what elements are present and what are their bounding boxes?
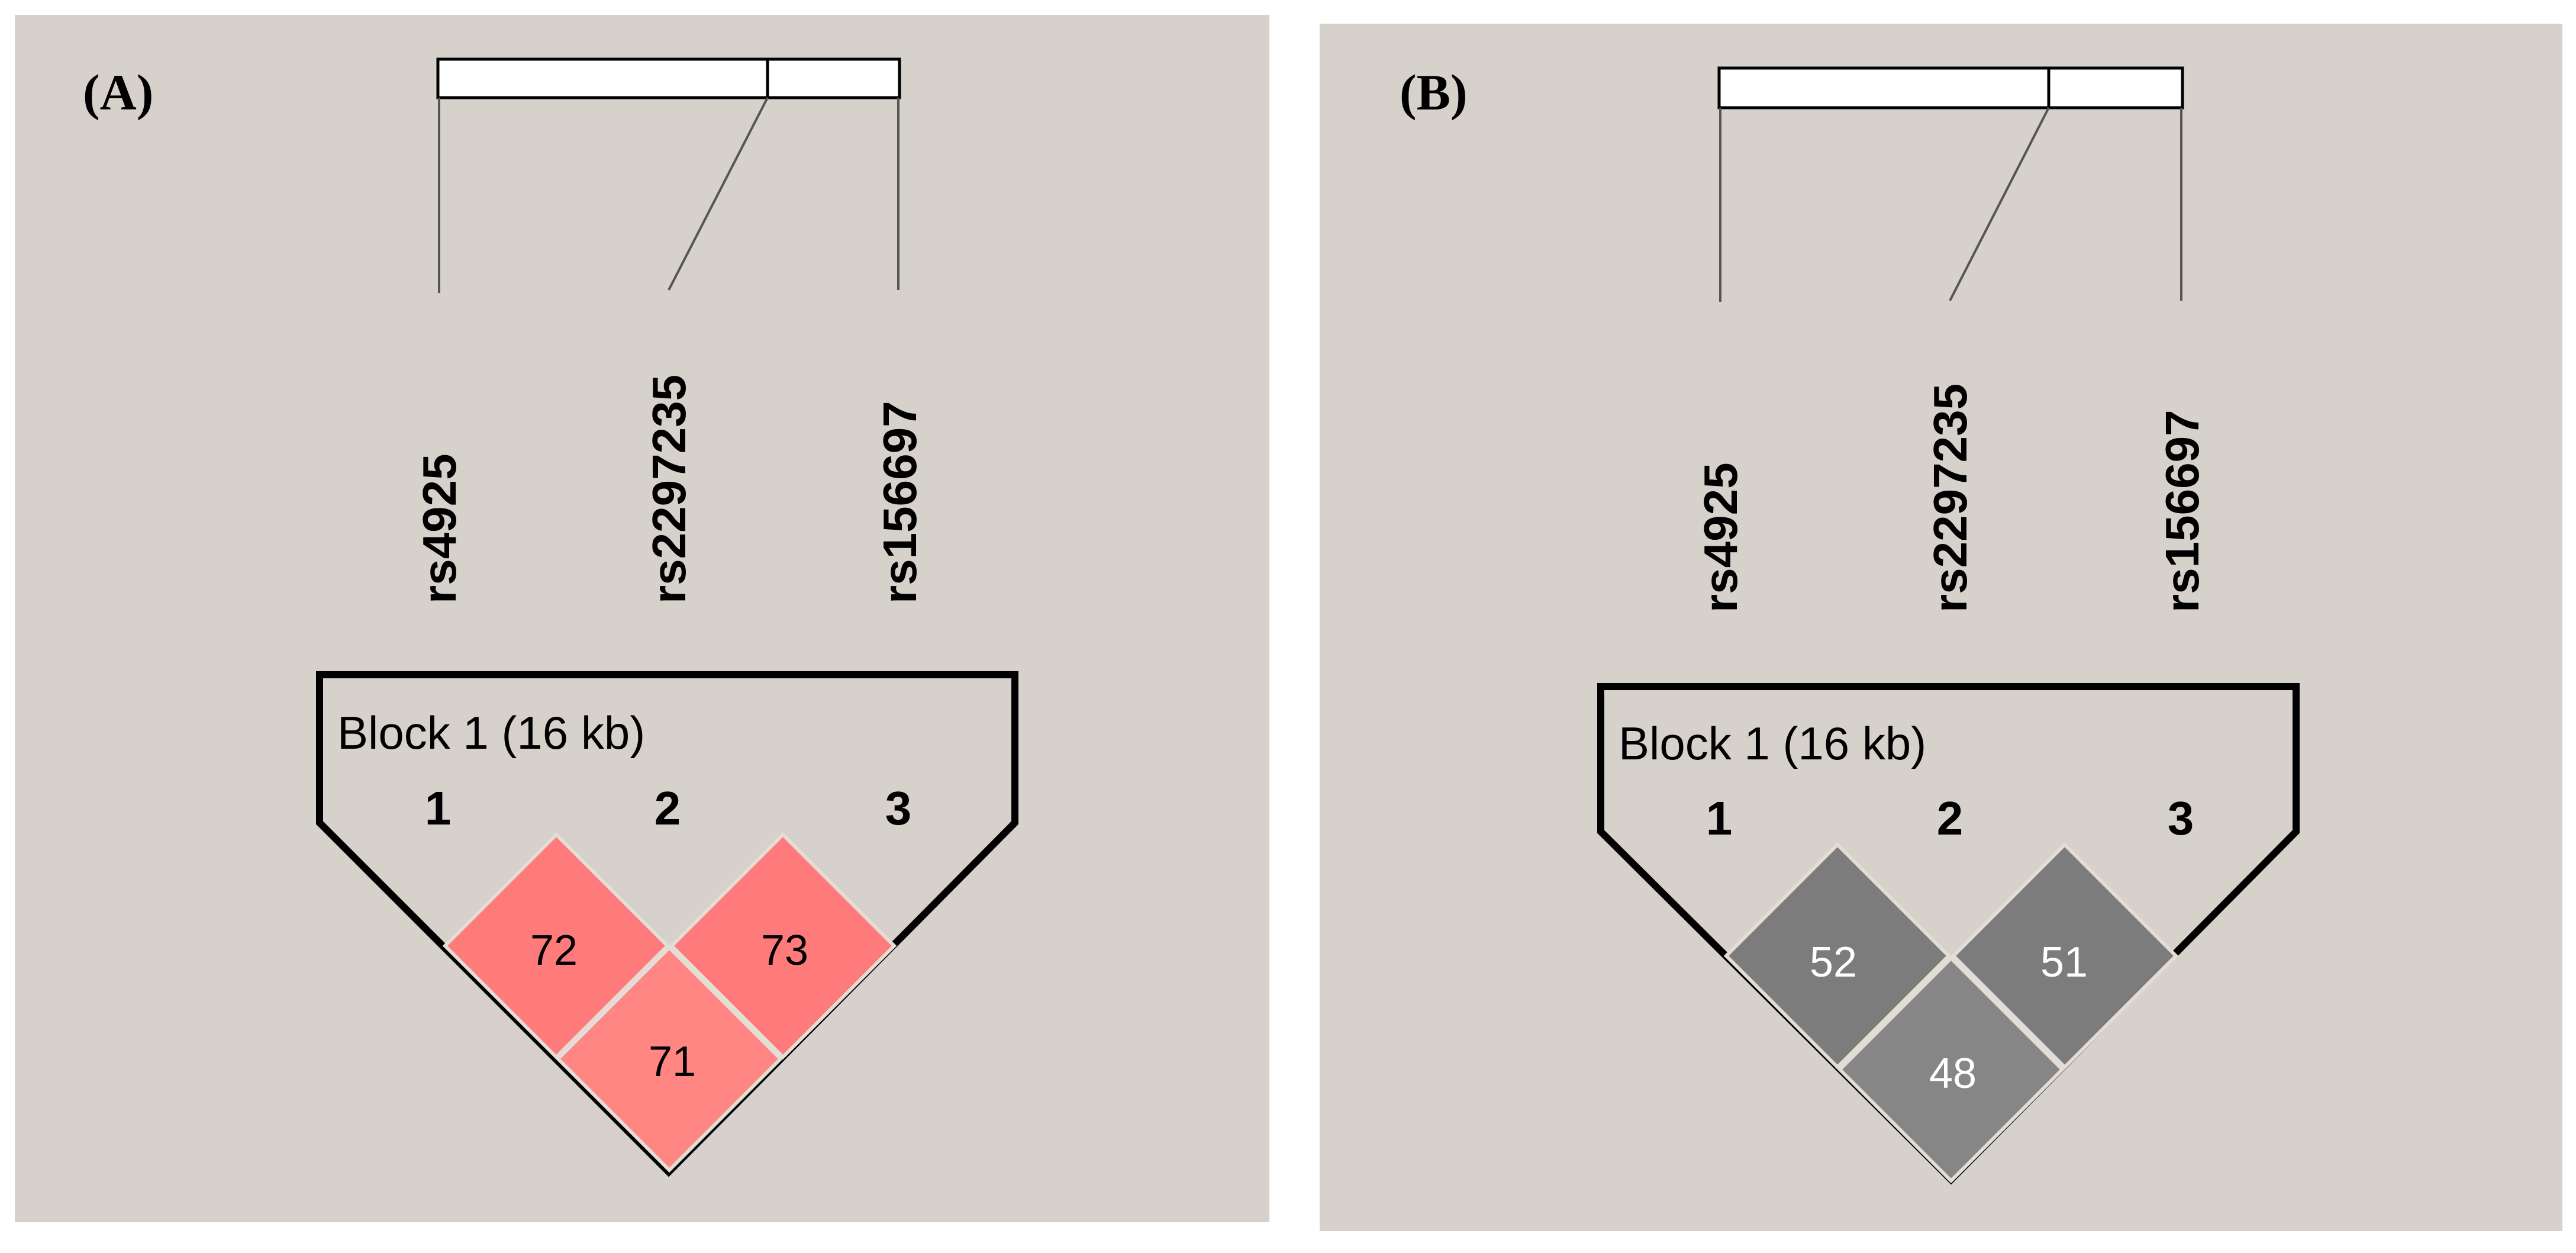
panel-b-label: (B) (1400, 64, 1468, 121)
panel-a-snp-label-2: rs2297235 (643, 375, 695, 604)
panel-a-ld-cell-1-3 (555, 945, 784, 1173)
panel-b-connector-rs2297235 (1949, 107, 2050, 301)
panel-a-ld-value-1-3: 71 (649, 1038, 696, 1085)
panel-b-marker-2: 2 (1937, 792, 1964, 845)
panel-a: (A) rs4925 rs2297235 rs156697 Block 1 (1… (15, 15, 1269, 1222)
panel-b-marker-1: 1 (1706, 792, 1733, 845)
panel-b-ld-cell-1-3 (1837, 955, 2065, 1184)
panel-b-marker-3: 3 (2168, 792, 2194, 845)
panel-a-snp-label-3: rs156697 (873, 401, 926, 604)
panel-a-marker-2: 2 (655, 782, 681, 835)
panel-a-marker-1: 1 (425, 782, 452, 835)
panel-b: (B) rs4925 rs2297235 rs156697 Block 1 (1… (1320, 24, 2562, 1231)
panel-a-track-bar (436, 57, 901, 99)
panel-a-ld-value-2-3: 73 (761, 927, 808, 974)
panel-b-ld-value-1-2: 52 (1810, 939, 1857, 986)
panel-a-ld-matrix: 72 73 71 (442, 832, 897, 1173)
panel-b-ld-value-2-3: 51 (2040, 939, 2088, 986)
panel-b-snp-label-2: rs2297235 (1924, 384, 1977, 613)
panel-b-gene-track (1717, 66, 2184, 302)
panel-a-marker-3: 3 (885, 782, 912, 835)
panel-b-ld-cell-2-3 (1950, 842, 2179, 1070)
panel-a-gene-track (436, 57, 901, 293)
panel-a-ld-value-1-2: 72 (530, 927, 578, 974)
panel-a-ld-cell-1-2 (442, 832, 670, 1060)
panel-b-track-bar (1717, 66, 2184, 109)
panel-b-ld-matrix: 52 51 48 (1723, 842, 2179, 1184)
panel-b-ld-value-1-3: 48 (1929, 1050, 1977, 1097)
panel-a-connector-rs2297235 (668, 97, 769, 291)
panel-b-block-label: Block 1 (16 kb) (1619, 717, 1926, 769)
panel-b-ld-cell-1-2 (1723, 842, 1952, 1070)
panel-b-snp-label-3: rs156697 (2156, 410, 2209, 613)
panel-a-ld-cell-2-3 (669, 832, 897, 1060)
panel-a-block-label: Block 1 (16 kb) (337, 707, 645, 759)
panel-a-snp-label-1: rs4925 (413, 453, 466, 604)
panel-b-snp-label-1: rs4925 (1694, 462, 1747, 613)
panel-a-label: (A) (83, 64, 153, 121)
